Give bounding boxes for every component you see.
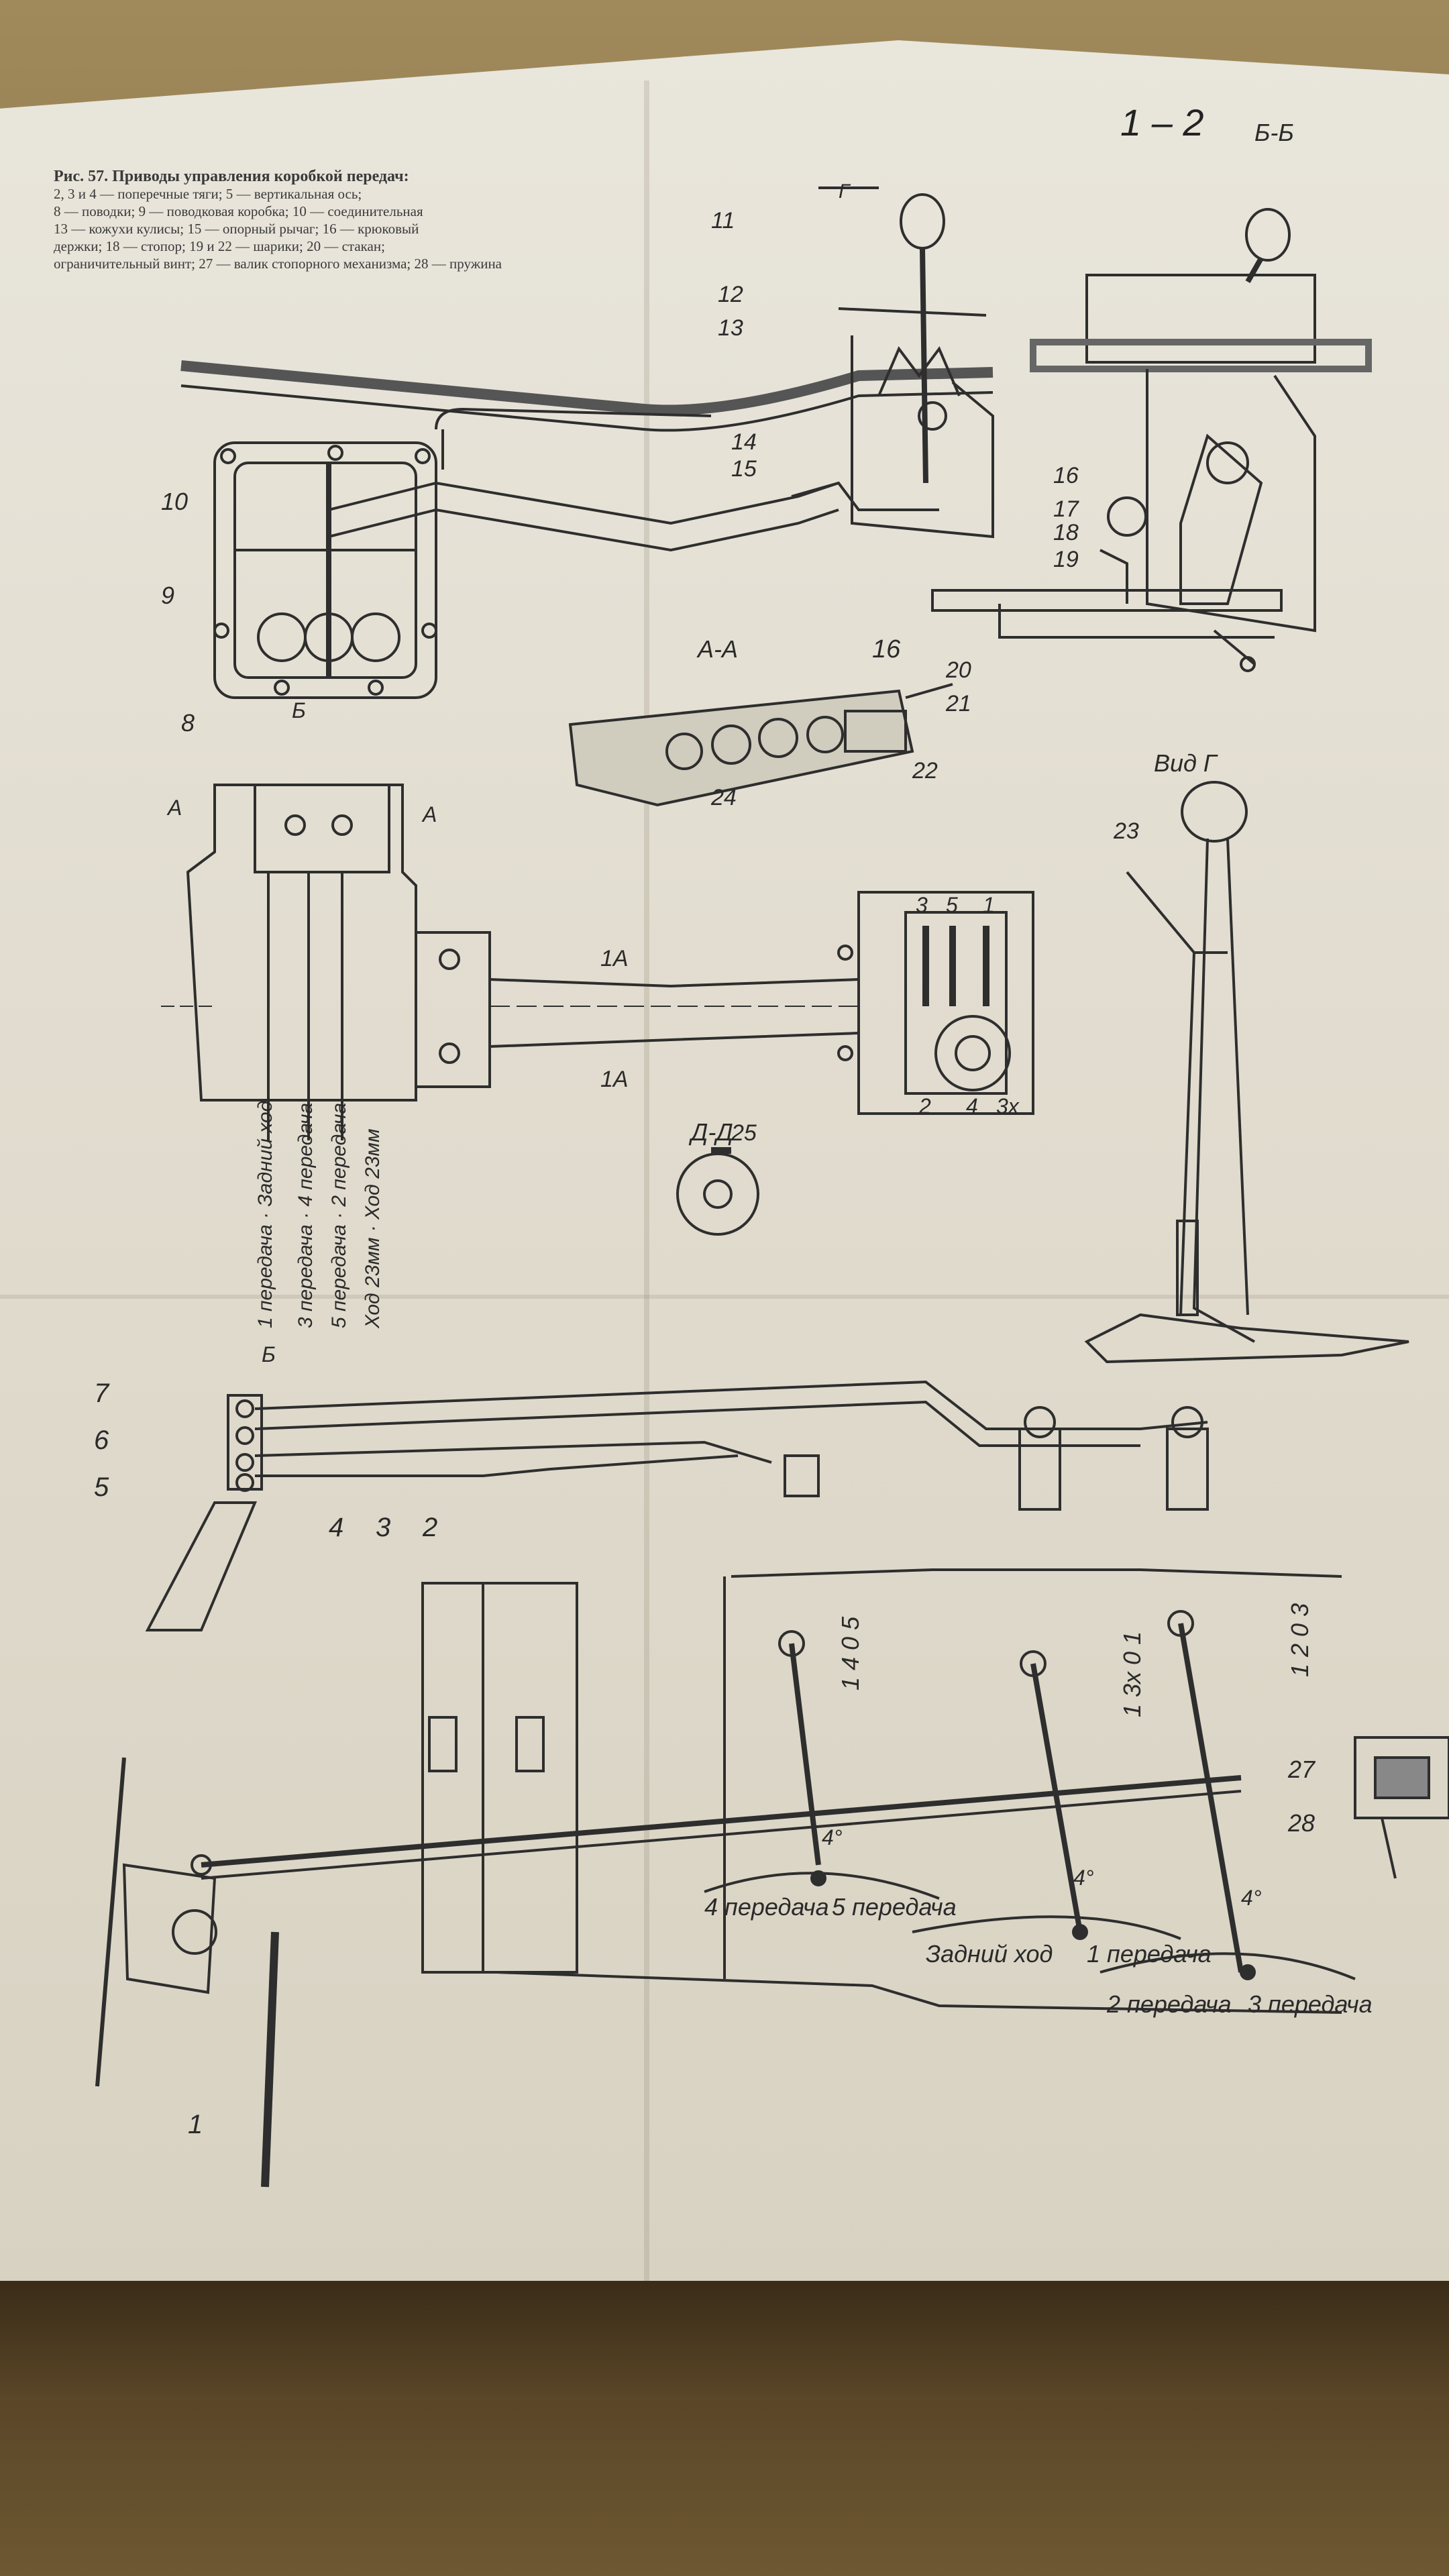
- vertical-fold: [644, 80, 649, 2308]
- right-detail-27-28: [1354, 1736, 1449, 1879]
- label-3: 3: [376, 1513, 390, 1542]
- section-dd: [676, 1147, 759, 1236]
- angle-2: 4°: [1073, 1866, 1094, 1890]
- shift-gate-plate: [837, 891, 1034, 1115]
- floor-panel: [180, 360, 994, 432]
- caption-title: Рис. 57. Приводы управления коробкой пер…: [54, 168, 409, 185]
- gate-3x: 3х: [996, 1094, 1020, 1118]
- gate-2: 2: [918, 1094, 931, 1118]
- section-bb-label: Б-Б: [1254, 119, 1294, 146]
- lever1-pos: 1 4 0 5: [837, 1616, 864, 1690]
- label-14: 14: [731, 429, 757, 455]
- label-6: 6: [94, 1426, 109, 1455]
- gate-1: 1: [983, 893, 995, 917]
- cut-a-right: А: [421, 802, 437, 826]
- gearbox-body: [161, 784, 860, 1140]
- caption-line: 8 — поводки; 9 — поводковая коробка; 10 …: [54, 203, 423, 219]
- gear-4-label: 4 передача: [704, 1893, 829, 1921]
- vlabel-col1: 1 передача · Задний ход: [254, 1101, 276, 1328]
- label-7: 7: [94, 1379, 110, 1408]
- label-11: 11: [711, 208, 735, 233]
- lever3-pos: 1 2 0 3: [1286, 1603, 1313, 1677]
- gate-5: 5: [946, 893, 958, 917]
- transverse-rods: [145, 1380, 1209, 1631]
- label-16b: 16: [1053, 463, 1079, 488]
- caption-line: держки; 18 — стопор; 19 и 22 — шарики; 2…: [54, 238, 385, 254]
- cut-b-top: Б: [292, 698, 306, 722]
- label-12: 12: [718, 282, 743, 307]
- label-9: 9: [161, 582, 174, 609]
- reverse-label: Задний ход: [926, 1940, 1053, 1968]
- cut-b-bottom: Б: [262, 1342, 276, 1366]
- angle-3: 4°: [1241, 1886, 1262, 1910]
- linkage-levers: [95, 1610, 1356, 2188]
- gear-5-label: 5 передача: [832, 1893, 957, 1921]
- section-bb: [931, 208, 1372, 672]
- g-marker: Г: [839, 180, 851, 203]
- label-5: 5: [94, 1472, 109, 1502]
- gear-lever-assembly: [791, 186, 994, 539]
- label-22: 22: [912, 758, 938, 784]
- table-shadow: [0, 2281, 1449, 2576]
- vlabel-col4: Ход 23мм · Ход 23мм: [362, 1128, 384, 1329]
- label-24: 24: [710, 785, 737, 810]
- gear-1-label: 1 передача: [1087, 1940, 1212, 1968]
- section-dd-label: Д-Д: [688, 1118, 733, 1146]
- caption-line: ограничительный винт; 27 — валик стопорн…: [54, 256, 502, 272]
- cabin-frame: [421, 1568, 1342, 2014]
- gear-3-label: 3 передача: [1248, 1990, 1373, 2018]
- connecting-rods: [328, 407, 839, 552]
- vlabel-col3: 5 передача · 2 передача: [328, 1103, 350, 1328]
- caption-line: 2, 3 и 4 — поперечные тяги; 5 — вертикал…: [54, 186, 362, 202]
- angle-1: 4°: [822, 1825, 843, 1849]
- label-23: 23: [1113, 818, 1139, 844]
- cut-1a-bottom: 1А: [600, 1067, 629, 1092]
- horizontal-fold: [0, 1295, 1449, 1299]
- label-21: 21: [945, 691, 971, 716]
- lever2-pos: 1 3х 0 1: [1118, 1631, 1146, 1717]
- cut-a-left: А: [166, 796, 182, 820]
- label-20: 20: [945, 657, 971, 683]
- vlabel-col2: 3 передача · 4 передача: [294, 1103, 317, 1328]
- gate-3: 3: [916, 893, 928, 917]
- label-27: 27: [1287, 1756, 1316, 1783]
- gate-4: 4: [966, 1094, 978, 1118]
- label-16: 16: [872, 635, 901, 663]
- label-10: 10: [161, 488, 188, 515]
- gear-2-label: 2 передача: [1106, 1990, 1232, 2018]
- label-28: 28: [1287, 1809, 1315, 1837]
- page-number: 1 – 2: [1120, 101, 1204, 144]
- label-4: 4: [329, 1513, 343, 1542]
- label-25: 25: [731, 1120, 757, 1146]
- view-g-lever: [1084, 781, 1409, 1364]
- figure-caption: Рис. 57. Приводы управления коробкой пер…: [54, 168, 644, 272]
- label-1: 1: [188, 2110, 203, 2139]
- label-18: 18: [1053, 520, 1079, 545]
- caption-line: 13 — кожухи кулисы; 15 — опорный рычаг; …: [54, 221, 419, 237]
- label-8: 8: [181, 709, 195, 737]
- section-aa: [568, 683, 953, 807]
- label-15: 15: [731, 456, 757, 482]
- label-13: 13: [718, 315, 743, 341]
- label-19: 19: [1053, 547, 1079, 572]
- cut-1a-top: 1А: [600, 946, 629, 971]
- view-g-label: Вид Г: [1154, 749, 1218, 777]
- section-aa-label: А-А: [696, 635, 738, 663]
- label-2: 2: [422, 1513, 437, 1542]
- shift-box: [213, 441, 437, 699]
- labels: 16 Б-Б А-А Д-Д Вид Г А А Б Б 1А 1А Г 1 2…: [94, 119, 1373, 2139]
- label-17: 17: [1053, 496, 1079, 522]
